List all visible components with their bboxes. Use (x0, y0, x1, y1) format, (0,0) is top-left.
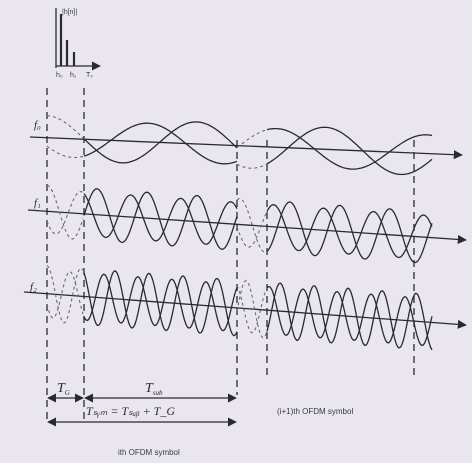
axis-f1 (27, 209, 467, 244)
label-tsub: Tsub (145, 381, 163, 397)
wave-f1-trace0-seg1 (83, 188, 238, 250)
label-tg: TG (57, 381, 70, 397)
wave-f0-trace1-seg3 (266, 127, 433, 170)
wave-f2-trace0-seg0 (46, 265, 84, 324)
wave-f2-trace1-seg2 (236, 285, 268, 334)
label-ith-symbol: ith OFDM symbol (118, 448, 180, 457)
wave-f0-trace0-seg0 (46, 115, 84, 139)
wave-f2-trace1-seg0 (46, 271, 84, 319)
wave-f0-trace0-seg3 (266, 126, 433, 176)
impulse-label: |h[n]| (62, 9, 77, 16)
label-f1: f₁ (34, 197, 41, 209)
impulse-tick-h1: h₁ (70, 72, 77, 79)
wave-f1-trace1-seg1 (83, 193, 238, 245)
wave-f2-trace0-seg2 (236, 279, 268, 339)
wave-f2-trace1-seg3 (266, 285, 433, 346)
wave-f1-trace0-seg0 (46, 184, 84, 240)
wave-f1-trace0-seg3 (266, 201, 433, 264)
duration-arrows (47, 393, 237, 427)
wave-f0-trace1-seg1 (83, 122, 238, 165)
wave-f1-trace0-seg2 (236, 197, 268, 253)
subcarrier-waves (46, 115, 433, 351)
label-f0: f₀ (34, 119, 41, 131)
wave-f2-trace0-seg1 (83, 270, 238, 337)
wave-f0-trace0-seg2 (236, 163, 268, 169)
impulse-tick-ts: Tₛ (86, 72, 93, 79)
impulse-response: |h[n]| h₀ h₁ Tₛ (55, 8, 101, 79)
label-f2: f₂ (30, 281, 37, 293)
wave-f0-trace1-seg2 (236, 129, 268, 148)
wave-f1-trace1-seg0 (46, 191, 84, 235)
wave-f2-trace0-seg3 (266, 282, 433, 351)
symbol-boundaries (46, 88, 415, 420)
wave-f1-trace1-seg3 (266, 204, 433, 259)
label-next-symbol: (i+1)th OFDM symbol (277, 407, 353, 416)
wave-f2-trace1-seg1 (83, 273, 238, 332)
time-axes (23, 136, 467, 329)
wave-f1-trace1-seg2 (236, 211, 268, 248)
wave-f0-trace1-seg0 (46, 145, 84, 159)
wave-f0-trace0-seg1 (83, 121, 238, 164)
impulse-tick-h0: h₀ (56, 72, 63, 79)
axis-f2 (23, 291, 467, 329)
label-tsym-equation: Tₛᵧₘ = Tₛᵤᵦ + T_G (86, 404, 175, 418)
